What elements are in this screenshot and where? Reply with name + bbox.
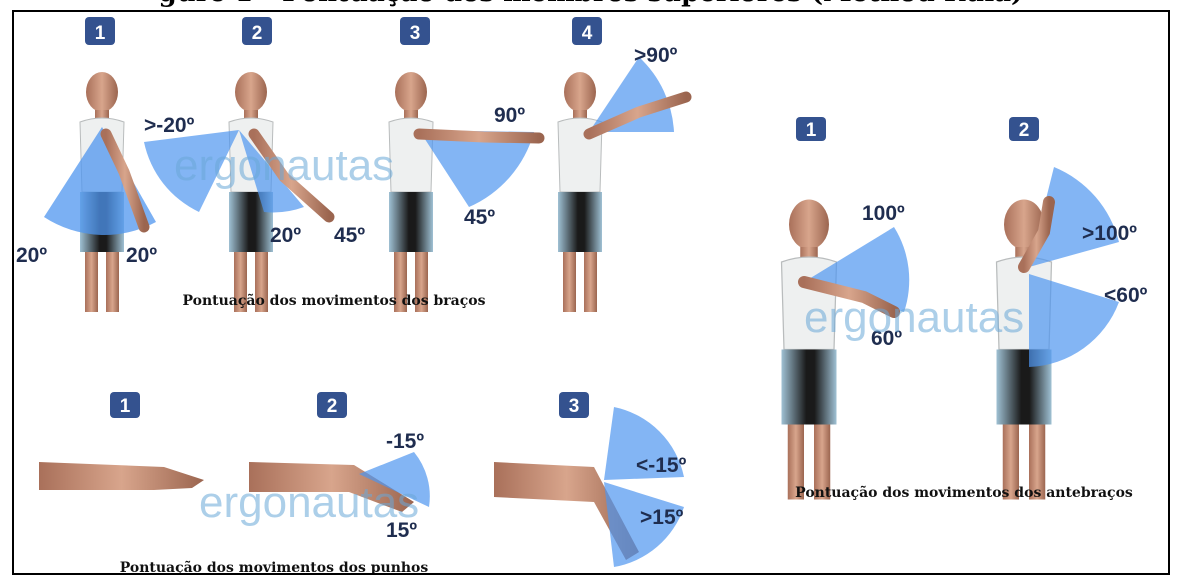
svg-text:1: 1: [95, 23, 106, 44]
svg-text:3: 3: [410, 23, 421, 44]
arm-angle-label: 45º: [464, 206, 495, 229]
wrist-badge-2: 2: [317, 392, 347, 418]
watermark-logo: ergonautas: [804, 293, 1024, 342]
arm-angle-label: 90º: [494, 104, 525, 127]
svg-text:1: 1: [120, 396, 131, 417]
diagram-frame: 1 2 3 4 20º 20º >-20º 20º 45º 90º 45º >9…: [12, 10, 1170, 575]
wrist-angle-label: <-15º: [636, 454, 687, 477]
forearms-section: 1 2 100º 60º >100º <60º ergonautas Pontu…: [782, 117, 1148, 501]
svg-text:4: 4: [582, 23, 593, 44]
forearm-angle-label: <60º: [1104, 284, 1148, 307]
forearms-caption: Pontuação dos movimentos dos antebraços: [795, 484, 1133, 501]
arm-figure-3: [389, 72, 433, 312]
arm-badge-3: 3: [400, 17, 430, 45]
arm-figure-4: [558, 72, 602, 312]
arm-angle-label: >90º: [634, 44, 678, 67]
forearm-badge-1: 1: [796, 117, 826, 141]
arms-caption: Pontuação dos movimentos dos braços: [182, 292, 485, 309]
wrists-section: 1 2 3 -15º 15º <-15º >15º ergonautas Pon…: [39, 392, 687, 575]
ergonomics-diagram: 1 2 3 4 20º 20º >-20º 20º 45º 90º 45º >9…: [14, 12, 1170, 575]
wrist-angle-label: >15º: [640, 506, 684, 529]
arm-badge-4: 4: [572, 17, 602, 45]
wrist-badge-3: 3: [559, 392, 589, 418]
arm-badge-2: 2: [242, 17, 272, 45]
forearm-angle-label: >100º: [1082, 222, 1137, 245]
watermark-logo: ergonautas: [199, 478, 419, 527]
svg-text:2: 2: [252, 23, 263, 44]
arm-angle-label: >-20º: [144, 114, 195, 137]
arm-badge-1: 1: [85, 17, 115, 45]
forearm-badge-2: 2: [1009, 117, 1039, 141]
figure-title: gure 1 - Pontuação dos membros superiore…: [0, 0, 1182, 8]
arms-section: 1 2 3 4 20º 20º >-20º 20º 45º 90º 45º >9…: [16, 17, 686, 312]
svg-text:2: 2: [1019, 120, 1030, 141]
wrist-angle-label: -15º: [386, 430, 424, 453]
watermark-logo: ergonautas: [174, 141, 394, 190]
arm-angle-label: 45º: [334, 224, 365, 247]
svg-text:1: 1: [806, 120, 817, 141]
forearm-figure-1: [782, 200, 837, 500]
arm-angle-label: 20º: [126, 244, 157, 267]
arm-angle-label: 20º: [270, 224, 301, 247]
svg-text:3: 3: [569, 396, 580, 417]
forearm-angle-label: 100º: [862, 202, 905, 225]
wrist-hand-1: [39, 462, 204, 490]
svg-text:2: 2: [327, 396, 338, 417]
arm-angle-label: 20º: [16, 244, 47, 267]
wrists-caption: Pontuação dos movimentos dos punhos: [120, 559, 429, 575]
wrist-badge-1: 1: [110, 392, 140, 418]
